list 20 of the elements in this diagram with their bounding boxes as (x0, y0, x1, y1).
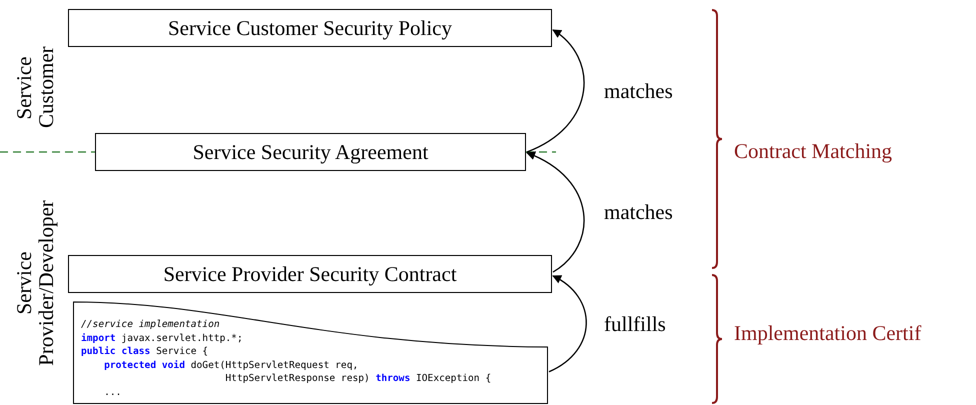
code-comment: //service implementation (81, 318, 221, 332)
box-label: Service Provider Security Contract (163, 262, 457, 286)
code-line: protected void doGet(HttpServletRequest req, (103, 358, 360, 372)
code-line: ... (103, 386, 122, 400)
curved-arrow (526, 29, 585, 153)
code-line: public class Service { (81, 345, 210, 359)
box-label: Service Customer Security Policy (168, 16, 452, 40)
box-label: Service Security Agreement (192, 140, 428, 164)
curved-arrow (548, 275, 587, 372)
brace-label: Contract Matching (734, 139, 892, 164)
code-line: HttpServletResponse resp) throws IOException { (224, 372, 492, 386)
process-box (95, 133, 526, 171)
side-label: Service Provider/Developer (13, 199, 57, 368)
brace-label: Implementation Certif (734, 321, 922, 346)
curved-arrow (526, 152, 585, 273)
code-document (73, 300, 548, 404)
process-box (68, 9, 552, 47)
code-line: import javax.servlet.http.*; (81, 332, 244, 346)
process-box (68, 255, 552, 293)
side-label: Service Customer (13, 48, 57, 128)
